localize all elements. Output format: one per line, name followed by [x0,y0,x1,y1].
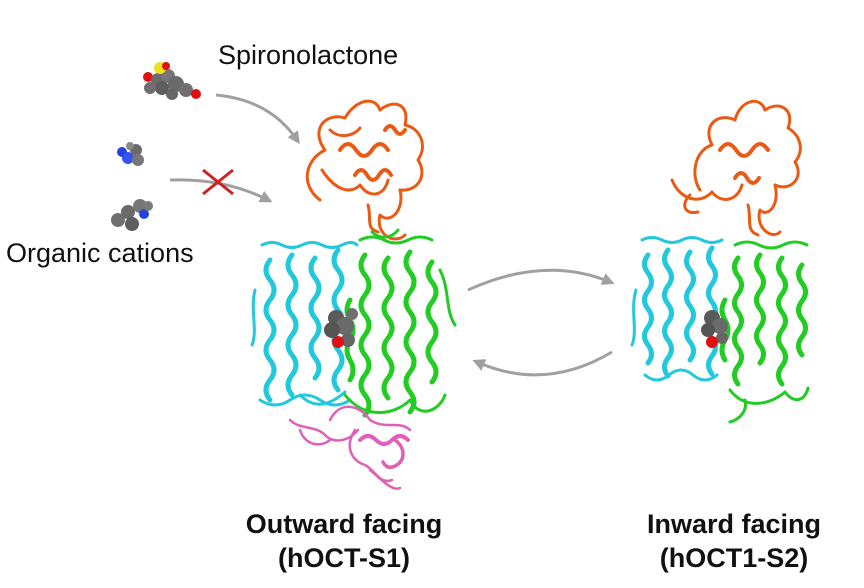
inward-facing-structure [630,99,810,424]
n-terminal-domain [250,241,359,407]
n-terminal-domain [630,236,724,382]
bound-ligand-icon [324,308,358,348]
inward-facing-subtitle: (hOCT1-S2) [659,543,809,573]
outward-facing-subtitle: (hOCT-S1) [278,543,410,573]
curved-arrow-icon [215,93,300,145]
outward-facing-structure [250,99,457,490]
spironolactone-label: Spironolactone [218,40,399,70]
c-terminal-domain [719,240,810,424]
c-terminal-domain [343,228,457,418]
spironolactone-molecule-icon [143,62,201,100]
inward-facing-caption: Inward facing (hOCT1-S2) [616,507,852,575]
bound-ligand-icon [701,310,728,348]
inward-facing-title: Inward facing [646,509,822,539]
organic-cation-molecule-icon [111,199,153,231]
block-cross-icon [202,168,234,196]
exchange-arrows-icon [467,268,615,377]
outward-facing-title: Outward facing [245,509,443,539]
outward-facing-caption: Outward facing (hOCT-S1) [206,507,482,575]
extracellular-domain [670,99,802,237]
organic-cations-label: Organic cations [6,238,194,268]
organic-cation-molecule-icon [117,142,144,166]
extracellular-domain [305,99,424,241]
intracellular-loop [288,405,412,490]
